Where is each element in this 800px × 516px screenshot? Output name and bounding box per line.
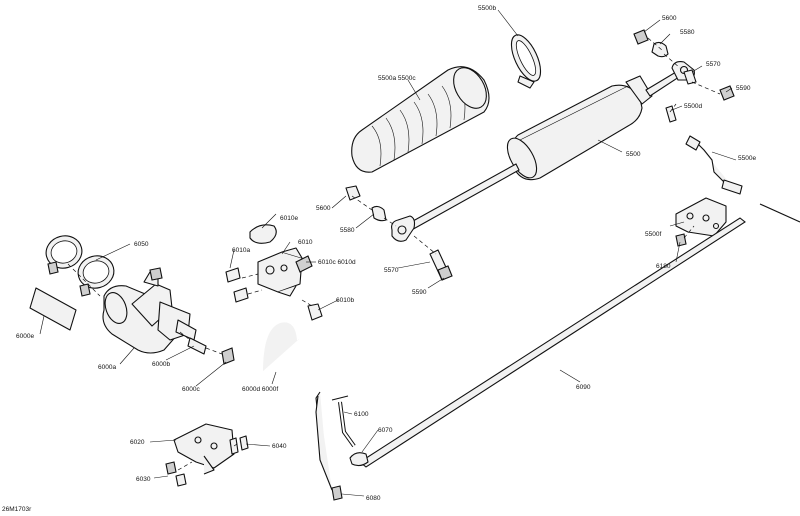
shock-bracket <box>675 197 727 247</box>
callout-6010: 6010 <box>298 239 313 246</box>
boot-clamp <box>510 34 542 89</box>
callout-5570-lower: 5570 <box>384 267 399 274</box>
callout-5600-upper: 5600 <box>662 15 677 22</box>
callout-6040: 6040 <box>272 443 287 450</box>
callout-labels: 5500b 5600 5580 5570 5590 5500d 5500a 55… <box>16 5 756 502</box>
valve-block <box>257 247 313 297</box>
callout-6020: 6020 <box>130 439 145 446</box>
reservoir-hose <box>685 135 743 195</box>
callout-5500b: 5500b <box>478 5 496 12</box>
callout-6010a: 6010a <box>232 247 250 254</box>
callout-5570-upper: 5570 <box>706 61 721 68</box>
diagram-id: 26M1703r <box>2 506 32 513</box>
end-piece-6080 <box>331 485 343 501</box>
compressor <box>102 267 197 354</box>
callout-6030: 6030 <box>136 476 151 483</box>
upper-hardware <box>633 29 735 123</box>
leader-lines <box>39 9 737 497</box>
callout-5500: 5500 <box>626 151 641 158</box>
callout-6000e: 6000e <box>16 333 34 340</box>
shock-cylinder <box>506 75 653 181</box>
clip-6070 <box>349 452 369 467</box>
filter-pad <box>29 287 77 331</box>
callout-6000d-6000f: 6000d 6000f <box>242 386 278 393</box>
lower-hardware <box>345 185 453 281</box>
shock-shaft <box>391 163 520 242</box>
callout-5500f: 5500f <box>645 231 661 238</box>
callout-5580-lower: 5580 <box>340 227 355 234</box>
bracket-hardware <box>165 435 249 487</box>
callout-6090: 6090 <box>576 384 591 391</box>
bellows-boot <box>351 66 490 173</box>
callout-6080: 6080 <box>366 495 381 502</box>
air-tube <box>261 320 299 373</box>
assembly-lines <box>67 37 721 471</box>
lower-bracket <box>173 423 235 475</box>
callout-5590-upper: 5590 <box>736 85 751 92</box>
callout-5580-upper: 5580 <box>680 29 695 36</box>
mounting-straps <box>45 235 115 297</box>
callout-6010e: 6010e <box>280 215 298 222</box>
callout-6010c-6010d: 6010c 6010d <box>318 259 356 266</box>
callout-6180: 6180 <box>656 263 671 270</box>
valve-fittings <box>225 224 323 321</box>
callout-6100: 6100 <box>354 411 369 418</box>
callout-6000b: 6000b <box>152 361 170 368</box>
callout-5500e: 5500e <box>738 155 756 162</box>
pipe-6100 <box>331 395 356 448</box>
callout-6050: 6050 <box>134 241 149 248</box>
callout-5590-lower: 5590 <box>412 289 427 296</box>
callout-5500d: 5500d <box>684 103 702 110</box>
compressor-fittings <box>187 337 235 365</box>
callout-5500a-5500c: 5500a 5500c <box>378 75 416 82</box>
callout-6010b: 6010b <box>336 297 354 304</box>
callout-6000a: 6000a <box>98 364 116 371</box>
callout-6070: 6070 <box>378 427 393 434</box>
callout-5600-lower: 5600 <box>316 205 331 212</box>
callout-6000c: 6000c <box>182 386 200 393</box>
long-air-line <box>315 203 800 491</box>
